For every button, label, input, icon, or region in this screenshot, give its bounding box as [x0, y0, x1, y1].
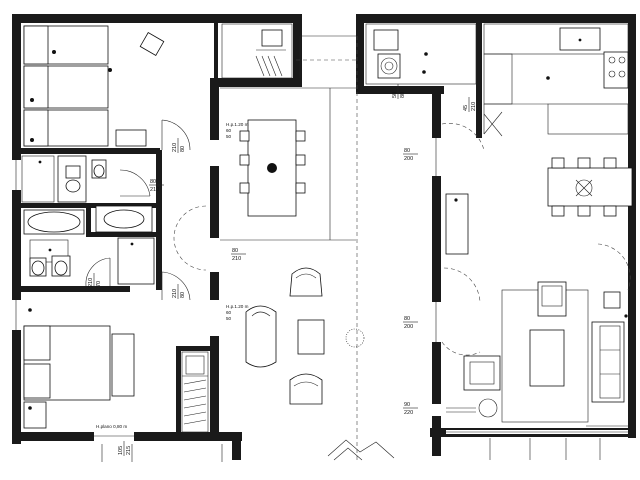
central-space	[220, 35, 395, 461]
side-table	[297, 319, 325, 355]
door-bathroom-2-width: 210	[88, 278, 94, 287]
window-height-lower-a: 60	[226, 310, 232, 315]
door-bedroom-1-width: 210	[172, 143, 178, 152]
armchair-window	[463, 355, 501, 391]
door-hall-window-1-width: 80	[232, 248, 238, 254]
door-bedroom-1-height: 80	[180, 146, 186, 152]
lounge-chair-3	[289, 373, 323, 405]
window-height-upper: H.p.1.20 m	[226, 122, 249, 127]
door-bedroom-2-height: 80	[180, 292, 186, 298]
window-height-upper-a: 60	[226, 128, 232, 133]
cooktop	[603, 51, 629, 89]
window-height-lower: H.p.1.20 m	[226, 304, 249, 309]
door-bottom-left-width: 105	[118, 446, 124, 455]
door-bathroom-1-height: 210	[150, 187, 159, 193]
kitchen-counter-top	[483, 23, 629, 55]
window-openings	[12, 138, 441, 441]
bathroom-2	[23, 205, 155, 285]
bathroom-1	[21, 155, 107, 203]
armchair	[139, 32, 165, 56]
bedroom-bottom	[23, 308, 135, 429]
door-right-2-width: 80	[404, 316, 410, 322]
door-right-1-height: 200	[404, 156, 413, 162]
sofa-side-table	[603, 291, 621, 309]
door-bottom-left-height: 215	[126, 446, 132, 455]
door-bathroom-1-width: 80	[150, 179, 156, 185]
kitchen-island	[547, 103, 629, 135]
wardrobe	[181, 351, 209, 433]
door-top-center-height: 80	[400, 92, 406, 98]
door-top-center-width: 50	[392, 92, 398, 98]
door-right-entrance-width: 90	[404, 402, 410, 408]
lounge-chair-1	[289, 267, 323, 297]
sofa	[591, 321, 625, 403]
window-height-upper-b: 50	[226, 134, 232, 139]
dining-table-right	[547, 167, 633, 207]
door-bathroom-2-height: 70	[96, 281, 102, 287]
living-dining	[445, 157, 633, 427]
nightstand	[111, 333, 135, 397]
window-height-lower-b: 50	[226, 316, 232, 321]
coffee-table	[529, 329, 565, 387]
lounge-chair-2	[245, 305, 277, 368]
bedroom-top	[23, 25, 165, 147]
sideboard	[445, 193, 469, 255]
door-kitchen-width: 45	[463, 105, 469, 111]
right-entry	[365, 23, 477, 85]
door-swings	[85, 113, 631, 356]
door-bedroom-2-width: 210	[172, 289, 178, 298]
closet-top	[221, 23, 293, 79]
floor-lamp	[478, 398, 498, 418]
door-right-entrance-height: 220	[404, 410, 413, 416]
sink-small	[373, 29, 399, 51]
door-right-2-height: 200	[404, 324, 413, 330]
desk	[115, 129, 147, 147]
kitchen	[483, 23, 629, 135]
door-kitchen-height: 210	[471, 102, 477, 111]
right-bottom-windows	[101, 430, 628, 462]
armchair-right	[537, 281, 567, 317]
window-height-bottom: H.plano 0,80 m	[96, 424, 127, 429]
door-right-1-width: 80	[404, 148, 410, 154]
door-hall-window-1-height: 210	[232, 256, 241, 262]
